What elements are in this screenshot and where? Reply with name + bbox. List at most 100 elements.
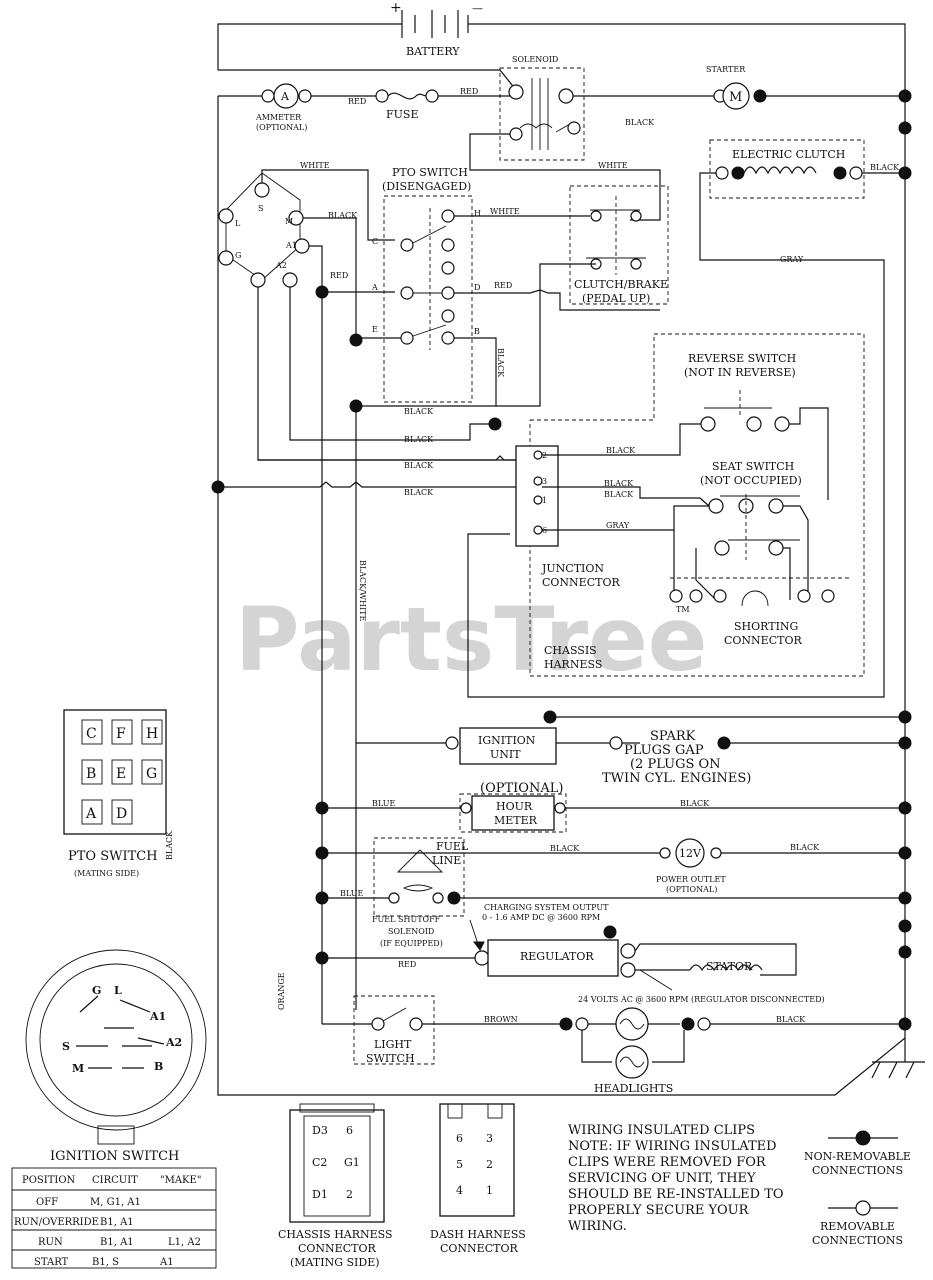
outlet-term-r <box>710 847 722 859</box>
starter-symbol: M <box>729 90 742 105</box>
wire-black-1: BLACK <box>404 407 434 416</box>
solenoid-terminal-4 <box>567 121 581 135</box>
chassis-pin-d3: D3 <box>312 1124 328 1137</box>
frame-clip-4 <box>898 710 912 724</box>
ign-white-wire <box>261 169 395 241</box>
ign-table-h3: "MAKE" <box>160 1175 201 1186</box>
headlight-term-l <box>575 1017 589 1031</box>
charging-output-1: CHARGING SYSTEM OUTPUT <box>484 903 609 912</box>
fuel-solenoid-box <box>373 837 465 917</box>
chassis-connector <box>289 1103 385 1223</box>
clips-title: WIRING INSULATED CLIPS <box>568 1123 755 1138</box>
chassis-harness-2: HARNESS <box>544 658 602 671</box>
fuel-solenoid-1: FUEL SHUTOFF <box>372 915 441 924</box>
fuel-clip <box>447 891 461 905</box>
regulator-term-ac1 <box>620 943 636 959</box>
pto-label-h: H <box>474 209 481 218</box>
legend-nonremovable-2: CONNECTIONS <box>812 1164 903 1177</box>
wire-black-11: BLACK <box>776 1015 806 1024</box>
pto-label-b: B <box>474 327 480 336</box>
stator-wire-upper <box>634 943 797 976</box>
ign-face-m: M <box>72 1062 84 1075</box>
pto-contact-eb <box>412 324 447 337</box>
black-clip-1 <box>349 333 363 347</box>
chassis-pin-c2: C2 <box>312 1156 327 1169</box>
headlight-clip-l <box>559 1017 573 1031</box>
ign-face-a2: A2 <box>165 1036 182 1049</box>
pto-label-e: E <box>372 325 378 334</box>
ign-black-a2-wire <box>289 287 496 441</box>
pto-cell-d: D <box>116 806 127 822</box>
shorting-connector-2: CONNECTOR <box>724 634 802 647</box>
dash-pin-4: 4 <box>456 1184 463 1197</box>
clips-line-3: SERVICING OF UNIT, THEY <box>568 1171 756 1186</box>
headlight-1-filament <box>619 1018 645 1030</box>
dash-connector-2: CONNECTOR <box>440 1242 518 1255</box>
frame-clip-11 <box>898 1017 912 1031</box>
chassis-harness-1: CHASSIS <box>544 644 597 657</box>
headlight-clip-r <box>681 1017 695 1031</box>
fuel-term-r <box>432 892 444 904</box>
wire-black-6: BLACK <box>604 479 634 488</box>
regulator-term-in <box>474 950 490 966</box>
battery-label: BATTERY <box>406 45 460 58</box>
ign-terminal-l <box>218 208 234 224</box>
wire-red-4: RED <box>494 281 512 290</box>
clips-line-6: WIRING. <box>568 1219 627 1234</box>
pto-mating-connector <box>63 709 167 835</box>
seat-terminal-4 <box>714 540 730 556</box>
headlight-2-filament <box>619 1056 645 1068</box>
wire-black-7: BLACK <box>604 490 634 499</box>
pto-terminal-c <box>400 238 414 252</box>
frame-clip-7 <box>898 846 912 860</box>
red-clip-2 <box>315 951 329 965</box>
clutch-terminal-right <box>849 166 863 180</box>
pto-cell-b: B <box>86 766 96 782</box>
solenoid-terminal-1 <box>508 84 524 100</box>
light-switch-box <box>353 995 435 1065</box>
wire-black-white: BLACK/WHITE <box>358 560 367 621</box>
ignition-table <box>11 1167 217 1269</box>
ign-face-b: B <box>154 1060 163 1073</box>
wire-brown: BROWN <box>484 1015 518 1024</box>
pto-label-d: D <box>474 283 480 292</box>
wire-black-3: BLACK <box>404 488 434 497</box>
ignition-unit-2: UNIT <box>490 748 521 761</box>
clutch-brake-term-2 <box>630 210 642 222</box>
junction-wire-ground <box>218 481 516 488</box>
hour-meter-term-l <box>460 802 472 814</box>
fuel-line-1: FUEL <box>436 840 469 853</box>
ign-label-a1: A1 <box>285 241 297 250</box>
junction-connector-1: JUNCTION <box>541 562 604 575</box>
hour-meter-term-r <box>554 802 566 814</box>
pto-switch-box <box>383 195 473 403</box>
chassis-connector-2: CONNECTOR <box>298 1242 376 1255</box>
wire-red-5: RED <box>398 960 416 969</box>
ign-row2-pos: RUN/OVERRIDE <box>14 1217 99 1228</box>
reverse-switch-state: (NOT IN REVERSE) <box>684 366 796 379</box>
hour-meter-optional: (OPTIONAL) <box>480 781 563 796</box>
ign-label-g: G <box>235 251 241 260</box>
wire-black-clutch: BLACK <box>870 163 900 172</box>
seat-right-wire <box>783 505 809 600</box>
trademark: TM <box>676 605 690 614</box>
wire-black-10: BLACK <box>790 843 820 852</box>
dash-pin-3: 3 <box>486 1132 493 1145</box>
charging-arrowhead <box>473 941 485 951</box>
solenoid-terminal-2 <box>558 88 574 104</box>
ignition-unit-1: IGNITION <box>478 734 536 747</box>
solenoid-coil <box>519 78 571 150</box>
wire-white-3: WHITE <box>490 207 520 216</box>
ammeter-symbol <box>273 83 299 109</box>
headlight-term-r <box>697 1017 711 1031</box>
pto-cell-a: A <box>85 806 97 822</box>
blue-clip-2 <box>315 846 329 860</box>
junction-pin-3 <box>533 476 543 486</box>
ign-face-s: S <box>62 1040 70 1053</box>
wire-black-frame: BLACK <box>165 830 174 860</box>
ign-label-s: S <box>258 204 263 213</box>
wire-black-2: BLACK <box>404 461 434 470</box>
headlight-left-drop <box>581 1030 612 1063</box>
pto-switch-title: PTO SWITCH <box>392 166 468 179</box>
pto-terminal-c2 <box>441 238 455 252</box>
